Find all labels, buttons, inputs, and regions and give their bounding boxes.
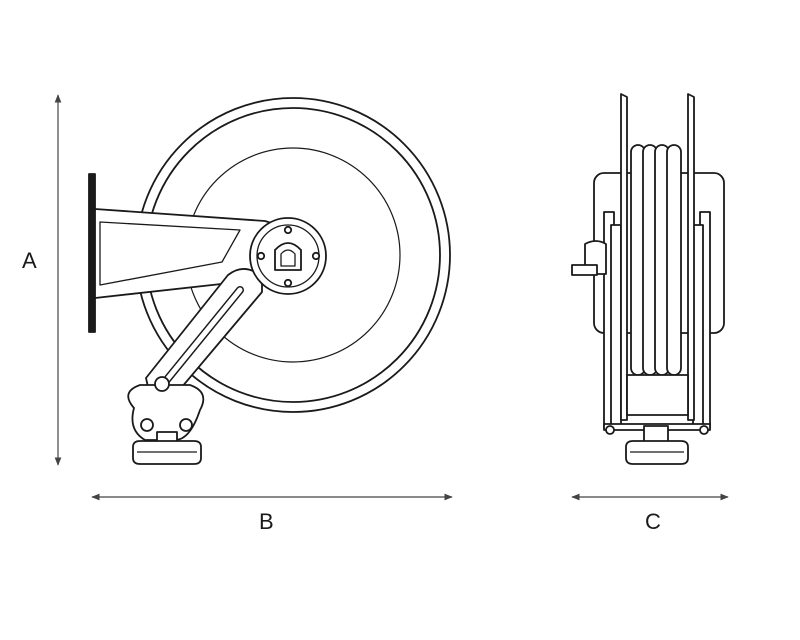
coiled-hose — [630, 144, 682, 376]
side-view — [571, 93, 725, 465]
dimension-label-c: C — [645, 509, 661, 534]
drum-core — [626, 374, 689, 416]
dimension-lines — [54, 94, 729, 501]
front-view — [88, 97, 451, 465]
swivel-joint — [127, 376, 205, 445]
hose-guide — [132, 440, 202, 465]
dimension-label-a: A — [22, 248, 37, 273]
reel-hub — [249, 217, 327, 295]
side-lever — [571, 240, 607, 276]
side-hose-guide — [605, 425, 709, 465]
drum-flanges — [620, 93, 695, 421]
dimension-label-b: B — [259, 509, 274, 534]
